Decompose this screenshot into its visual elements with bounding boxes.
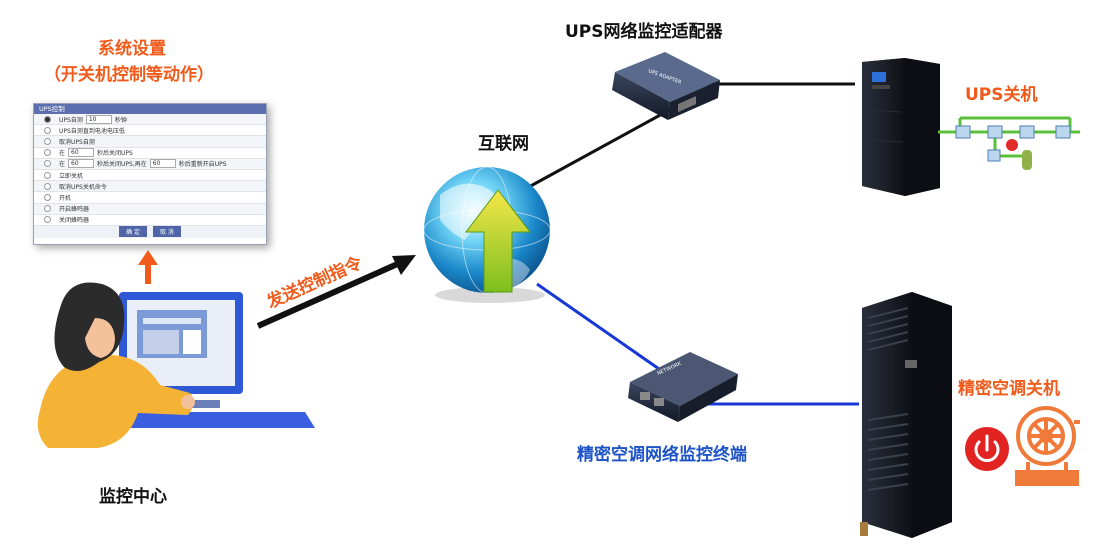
radio-button[interactable]: [44, 115, 51, 123]
ac-terminal-label: 精密空调网络监控终端: [577, 445, 747, 465]
precision-ac-cabinet-icon: [860, 292, 952, 538]
desk: [120, 412, 315, 428]
ac-shutdown-label: 精密空调关机: [958, 379, 1060, 399]
panel-row[interactable]: UPS自测直到电池电压低: [34, 125, 266, 137]
row-label: 取消UPS关机命令: [59, 183, 107, 191]
row-suffix: 秒后关闭UPS,再在: [97, 161, 147, 169]
panel-row[interactable]: 立即关机: [34, 170, 266, 182]
row-suffix-2: 秒后重新开启UPS: [178, 161, 227, 169]
ups-schematic-blocks: [955, 125, 1071, 162]
power-button-icon: [965, 427, 1009, 471]
operator-illustration: [37, 282, 315, 448]
row-input-2[interactable]: 60: [149, 159, 176, 169]
panel-header: UPS控制: [34, 104, 266, 114]
radio-button[interactable]: [44, 160, 51, 168]
panel-row[interactable]: 取消UPS关机命令: [34, 181, 266, 193]
radio-button[interactable]: [44, 193, 51, 201]
panel-row[interactable]: 开启蜂鸣器: [34, 203, 266, 215]
ac-terminal-device-icon: NETWORK: [628, 352, 738, 422]
ups-alarm-icon: [1006, 139, 1018, 151]
ups-cabinet-icon: [862, 58, 940, 196]
radio-button[interactable]: [44, 149, 51, 157]
row-suffix: 秒后关闭UPS: [97, 150, 133, 158]
row-label: 开启蜂鸣器: [59, 206, 90, 214]
command-arrow-line: [256, 259, 404, 329]
battery-icon: [1022, 150, 1032, 170]
system-settings-subtitle: （开关机控制等动作）: [44, 65, 214, 85]
person-body: [37, 354, 194, 448]
row-label: 立即关机: [59, 172, 84, 180]
radio-button[interactable]: [44, 216, 51, 224]
orange-arrow-head: [138, 250, 158, 265]
ok-button[interactable]: 确 定: [119, 226, 147, 238]
ups-shutdown-label: UPS关机: [965, 85, 1038, 105]
panel-buttons: 确 定 取 消: [34, 225, 266, 238]
row-input[interactable]: 60: [68, 148, 95, 158]
system-settings-title: 系统设置: [98, 39, 166, 59]
panel-row[interactable]: 取消UPS自测: [34, 136, 266, 148]
row-label: 在: [59, 161, 66, 169]
panel-row[interactable]: 关闭蜂鸣器: [34, 215, 266, 226]
person-hand: [181, 395, 195, 409]
keyboard: [190, 400, 220, 408]
fan-icon: [1015, 406, 1080, 486]
row-input[interactable]: 10: [85, 114, 112, 124]
row-label: 开机: [59, 194, 72, 202]
row-label: 在: [59, 150, 66, 158]
radio-button[interactable]: [44, 137, 51, 145]
line-internet-ac-terminal: [536, 282, 673, 380]
radio-button[interactable]: [44, 205, 51, 213]
radio-button[interactable]: [44, 182, 51, 190]
orange-arrow-shaft: [145, 262, 151, 284]
radio-button[interactable]: [44, 126, 51, 134]
radio-button[interactable]: [44, 171, 51, 179]
line-internet-ups-adapter: [526, 106, 674, 190]
row-suffix: 秒钟: [114, 116, 127, 124]
row-label: UPS自测: [59, 116, 83, 124]
monitor-center-label: 监控中心: [99, 487, 167, 507]
internet-label: 互联网: [478, 134, 529, 154]
row-label: 取消UPS自测: [59, 138, 95, 146]
person-face: [85, 318, 115, 358]
ups-adapter-label: UPS网络监控适配器: [565, 22, 723, 42]
ups-adapter-device-icon: UPS ADAPTER: [612, 52, 720, 120]
internet-globe-icon: [423, 166, 551, 303]
row-label: UPS自测直到电池电压低: [59, 127, 125, 135]
row-label: 关闭蜂鸣器: [59, 217, 90, 225]
cancel-button[interactable]: 取 消: [153, 226, 181, 238]
command-arrow-head: [392, 255, 416, 275]
row-input[interactable]: 60: [68, 159, 95, 169]
panel-row[interactable]: 开机: [34, 192, 266, 204]
